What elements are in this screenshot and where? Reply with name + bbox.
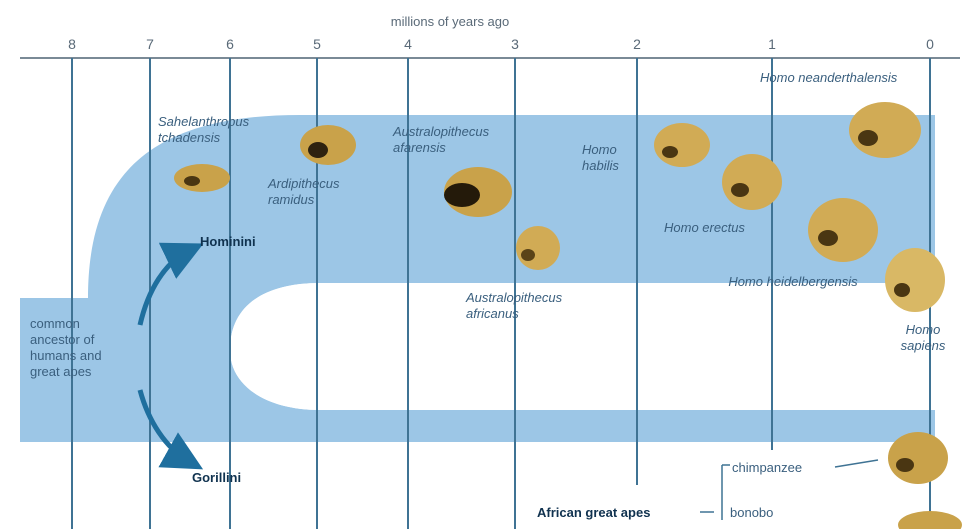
chimpanzee-connector bbox=[835, 460, 878, 467]
label-sapiens: Homo sapiens bbox=[888, 322, 958, 354]
ancestor-label: common ancestor of humans and great apes bbox=[30, 316, 130, 380]
skull-ardipithecus-icon bbox=[300, 125, 356, 165]
label-sahelanthropus: Sahelanthropus tchadensis bbox=[158, 114, 308, 146]
great-apes-bracket bbox=[722, 465, 730, 520]
label-chimpanzee: chimpanzee bbox=[732, 460, 802, 476]
skull-erectus-icon bbox=[722, 154, 782, 210]
skull-heidelbergensis-icon bbox=[808, 198, 878, 262]
label-habilis: Homo habilis bbox=[582, 142, 642, 174]
label-afarensis: Australopithecus afarensis bbox=[393, 124, 543, 156]
skull-bonobo-icon bbox=[898, 511, 962, 529]
hominini-label: Hominini bbox=[200, 234, 256, 250]
skull-habilis-icon bbox=[654, 123, 710, 167]
gorillini-label: Gorillini bbox=[192, 470, 241, 486]
skull-africanus-icon bbox=[516, 226, 560, 270]
tick-4: 4 bbox=[396, 36, 420, 52]
label-bonobo: bonobo bbox=[730, 505, 773, 521]
tick-1: 1 bbox=[760, 36, 784, 52]
tick-7: 7 bbox=[138, 36, 162, 52]
tick-6: 6 bbox=[218, 36, 242, 52]
skull-sapiens-icon bbox=[885, 248, 945, 312]
skull-chimpanzee-icon bbox=[888, 432, 948, 484]
label-neanderthalensis: Homo neanderthalensis bbox=[760, 70, 897, 86]
tick-0: 0 bbox=[918, 36, 942, 52]
label-heidelbergensis: Homo heidelbergensis bbox=[718, 274, 868, 290]
label-african-great-apes: African great apes bbox=[537, 505, 650, 521]
skull-neanderthalensis-icon bbox=[849, 102, 921, 158]
tick-8: 8 bbox=[60, 36, 84, 52]
skull-afarensis-icon bbox=[444, 167, 512, 217]
tick-3: 3 bbox=[503, 36, 527, 52]
label-africanus: Australopithecus africanus bbox=[466, 290, 616, 322]
tick-2: 2 bbox=[625, 36, 649, 52]
label-ardipithecus: Ardipithecus ramidus bbox=[268, 176, 368, 208]
label-erectus: Homo erectus bbox=[664, 220, 745, 236]
skull-sahelanthropus-icon bbox=[174, 164, 230, 192]
axis-title: millions of years ago bbox=[300, 14, 600, 29]
tick-5: 5 bbox=[305, 36, 329, 52]
